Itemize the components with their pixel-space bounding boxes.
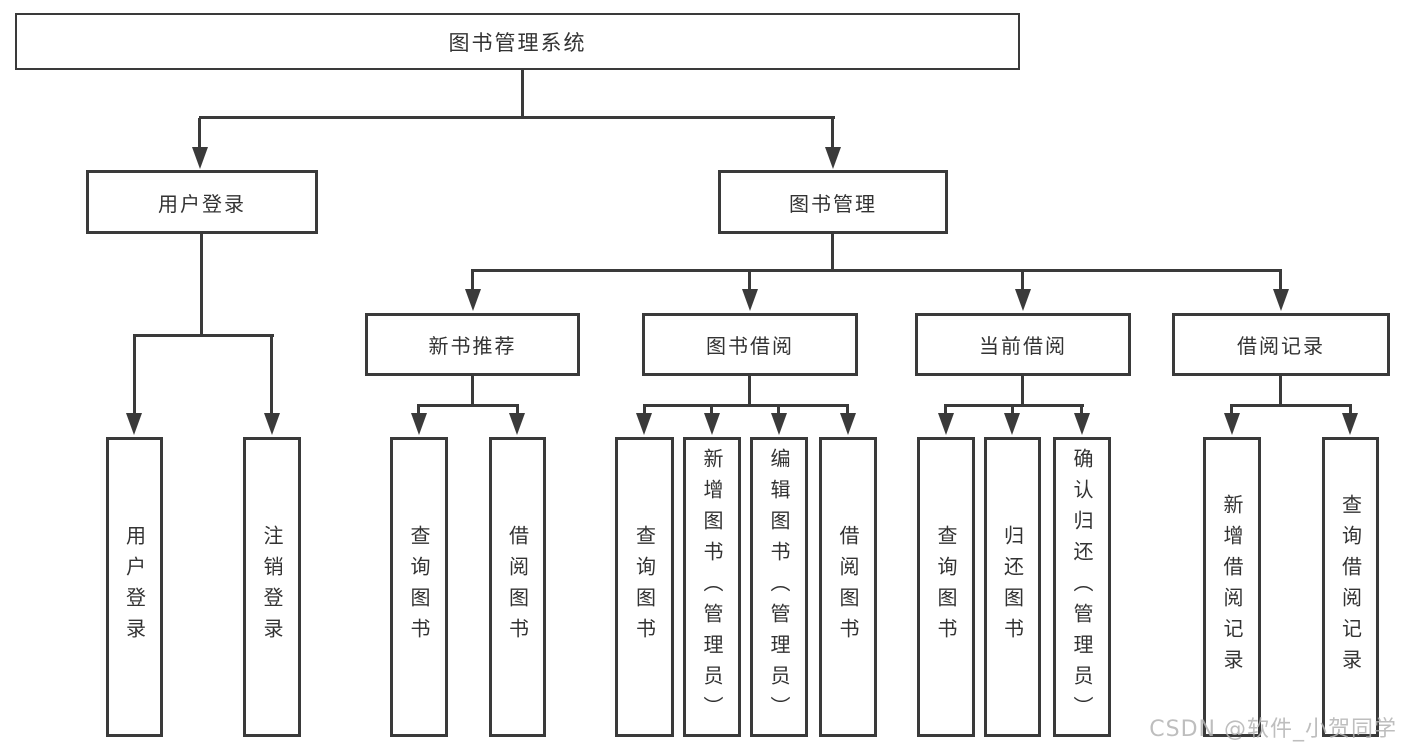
node-book-borrow: 图书借阅: [642, 313, 858, 376]
arrowhead-to-br-add: [1224, 413, 1240, 435]
leaf-logout-label: 注销登录: [260, 525, 284, 649]
leaf-user-login: 用户登录: [106, 437, 163, 737]
node-borrow-records: 借阅记录: [1172, 313, 1390, 376]
connector-cb-hline: [944, 404, 1084, 407]
arrowhead-to-br-query: [1342, 413, 1358, 435]
node-current-borrow: 当前借阅: [915, 313, 1131, 376]
connector-nb-drop2-shaft: [516, 406, 519, 415]
node-library-system-label: 图书管理系统: [448, 30, 587, 55]
arrowhead-to-cb-return: [1004, 413, 1020, 435]
connector-bookmgmt-vline: [831, 233, 834, 272]
connector-cb-drop2-shaft: [1011, 406, 1014, 415]
leaf-nb-borrow-books-label: 借阅图书: [505, 525, 530, 649]
arrowhead-to-bb-query: [636, 413, 652, 435]
leaf-cb-confirm-return-admin: 确认归还（管理员）: [1053, 437, 1111, 737]
arrowhead-to-cb-confirm: [1074, 413, 1090, 435]
arrowhead-to-new-book-recommend: [465, 289, 481, 311]
arrowhead-to-cb-query: [938, 413, 954, 435]
leaf-bb-edit-books-admin: 编辑图书（管理员）: [750, 437, 808, 737]
connector-nb-hline: [417, 404, 519, 407]
arrowhead-to-current-borrow: [1015, 289, 1031, 311]
arrowhead-to-user-login: [192, 147, 208, 169]
connector-bb-hline: [643, 404, 849, 407]
leaf-cb-return-books: 归还图书: [984, 437, 1041, 737]
arrowhead-to-bb-edit: [771, 413, 787, 435]
connector-userlogin-vline: [200, 233, 203, 336]
connector-root-vline: [521, 69, 524, 118]
connector-bb-drop1-shaft: [643, 406, 646, 415]
arrowhead-to-leaf-logout: [264, 413, 280, 435]
arrowhead-to-book-borrow: [742, 289, 758, 311]
connector-bookmgmt-drop2-shaft: [748, 271, 751, 291]
connector-root-drop-right-shaft: [831, 118, 834, 149]
connector-nb-drop1-shaft: [417, 406, 420, 415]
leaf-bb-query-books-label: 查询图书: [632, 525, 657, 649]
leaf-bb-edit-books-admin-label: 编辑图书（管理员）: [767, 447, 791, 727]
connector-bookmgmt-drop3-shaft: [1021, 271, 1024, 291]
connector-br-drop2-shaft: [1349, 406, 1352, 415]
leaf-br-add-record-label: 新增借阅记录: [1220, 494, 1244, 680]
connector-bookmgmt-drop1-shaft: [471, 271, 474, 291]
leaf-user-login-label: 用户登录: [122, 525, 147, 649]
node-book-management: 图书管理: [718, 170, 948, 234]
arrowhead-to-borrow-records: [1273, 289, 1289, 311]
connector-userlogin-hline: [133, 334, 274, 337]
leaf-bb-borrow-books-label: 借阅图书: [836, 525, 860, 649]
connector-bb-drop2-shaft: [710, 406, 713, 415]
connector-bookmgmt-drop4-shaft: [1279, 271, 1282, 291]
leaf-bb-query-books: 查询图书: [615, 437, 674, 737]
connector-bb-drop4-shaft: [846, 406, 849, 415]
watermark: CSDN @软件_小贺同学: [1149, 717, 1397, 742]
leaf-bb-borrow-books: 借阅图书: [819, 437, 877, 737]
leaf-br-query-record-label: 查询借阅记录: [1338, 494, 1363, 680]
leaf-logout: 注销登录: [243, 437, 301, 737]
leaf-bb-add-books-admin-label: 新增图书（管理员）: [700, 447, 724, 727]
arrowhead-to-bb-borrow: [840, 413, 856, 435]
node-new-book-recommend: 新书推荐: [365, 313, 580, 376]
arrowhead-to-bb-add: [704, 413, 720, 435]
leaf-cb-query-books-label: 查询图书: [934, 525, 958, 649]
leaf-nb-borrow-books: 借阅图书: [489, 437, 546, 737]
arrowhead-to-leaf-user-login: [126, 413, 142, 435]
arrowhead-to-nb-borrow: [509, 413, 525, 435]
connector-bb-drop3-shaft: [777, 406, 780, 415]
connector-root-hline: [199, 116, 835, 119]
connector-br-vline: [1279, 375, 1282, 407]
connector-userlogin-drop1-shaft: [133, 336, 136, 415]
connector-bb-vline: [748, 375, 751, 407]
node-new-book-recommend-label: 新书推荐: [428, 334, 517, 358]
leaf-cb-confirm-return-admin-label: 确认归还（管理员）: [1070, 447, 1094, 727]
leaf-bb-add-books-admin: 新增图书（管理员）: [683, 437, 741, 737]
node-current-borrow-label: 当前借阅: [979, 334, 1067, 358]
leaf-nb-query-books-label: 查询图书: [407, 525, 431, 649]
node-user-login: 用户登录: [86, 170, 318, 234]
leaf-cb-return-books-label: 归还图书: [1000, 525, 1025, 649]
arrowhead-to-nb-query: [411, 413, 427, 435]
node-borrow-records-label: 借阅记录: [1237, 334, 1325, 358]
connector-nb-vline: [471, 375, 474, 407]
connector-br-drop1-shaft: [1230, 406, 1233, 415]
connector-br-hline: [1230, 404, 1352, 407]
leaf-nb-query-books: 查询图书: [390, 437, 448, 737]
arrowhead-to-book-management: [825, 147, 841, 169]
node-user-login-label: 用户登录: [158, 191, 246, 216]
connector-bookmgmt-hline: [471, 269, 1282, 272]
leaf-cb-query-books: 查询图书: [917, 437, 975, 737]
leaf-br-add-record: 新增借阅记录: [1203, 437, 1261, 737]
leaf-br-query-record: 查询借阅记录: [1322, 437, 1379, 737]
connector-root-drop-left-shaft: [198, 118, 201, 149]
connector-cb-vline: [1021, 375, 1024, 407]
node-library-system: 图书管理系统: [15, 13, 1020, 70]
node-book-borrow-label: 图书借阅: [706, 334, 794, 358]
node-book-management-label: 图书管理: [789, 191, 877, 216]
connector-cb-drop3-shaft: [1080, 406, 1083, 415]
connector-cb-drop1-shaft: [944, 406, 947, 415]
connector-userlogin-drop2-shaft: [270, 336, 273, 415]
